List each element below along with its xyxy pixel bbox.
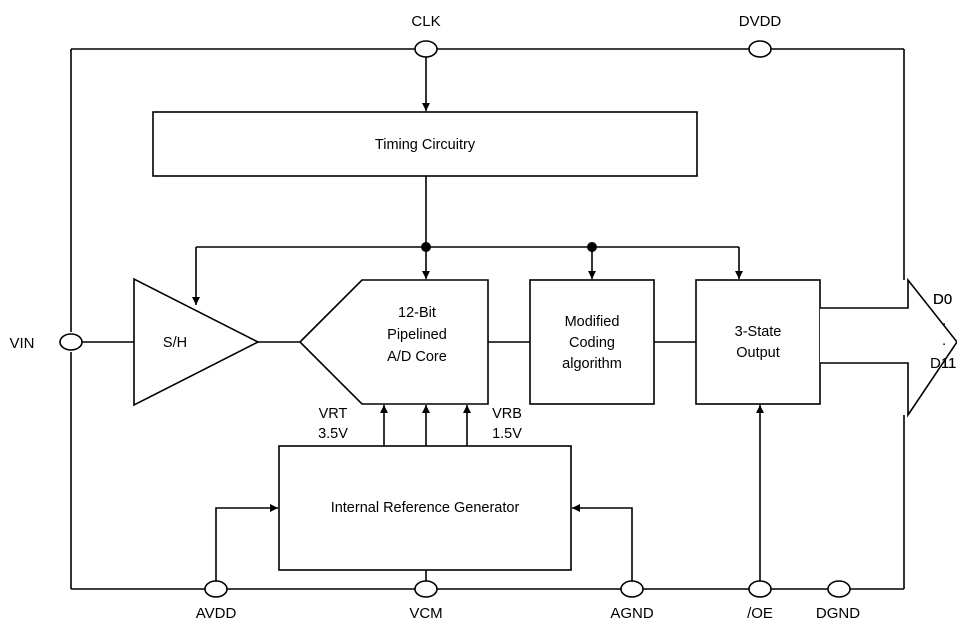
agnd-pin [620, 580, 644, 598]
coding-algorithm-block [529, 279, 655, 405]
chip-boundary [70, 48, 905, 590]
oe-pin [748, 580, 772, 598]
clk-label: CLK [411, 13, 440, 30]
avdd-to-refgen-wire [215, 504, 278, 581]
d0-label-overlay: D0 [933, 291, 952, 308]
coding-line-3: algorithm [562, 356, 622, 372]
output-line-2: Output [736, 345, 780, 361]
timing-distribution-wires [192, 176, 743, 305]
dvdd-pin [748, 40, 772, 58]
sample-hold-label: S/H [163, 335, 187, 351]
coding-line-1: Modified [565, 314, 620, 330]
bus-dot-1: . [942, 312, 946, 329]
clk-pin [414, 40, 438, 58]
adc-core-line-3: A/D Core [387, 349, 447, 365]
d0-label: D0 [933, 291, 952, 308]
dgnd-pin [827, 580, 851, 598]
vcm-pin [414, 580, 438, 598]
timing-circuitry-block [152, 111, 698, 177]
dvdd-label: DVDD [739, 13, 782, 30]
three-state-output-block [695, 279, 821, 405]
avdd-pin [204, 580, 228, 598]
vin-pin [59, 333, 83, 351]
junction-dot [587, 242, 597, 252]
vin-label: VIN [9, 335, 34, 352]
vrt-label: VRT [319, 406, 348, 422]
adc-core-line-1: 12-Bit [398, 305, 436, 321]
junction-dot [421, 242, 431, 252]
avdd-label: AVDD [196, 605, 237, 622]
agnd-to-refgen-wire [572, 504, 633, 581]
bus-dot-2-overlay: . [942, 332, 946, 349]
agnd-label: AGND [610, 605, 654, 622]
vcm-label: VCM [409, 605, 442, 622]
oe-label: /OE [747, 605, 773, 622]
reference-generator-label: Internal Reference Generator [331, 500, 520, 516]
timing-circuitry-label: Timing Circuitry [375, 137, 476, 153]
output-bus-arrow [820, 277, 957, 418]
vrb-voltage: 1.5V [492, 426, 522, 442]
vrb-label: VRB [492, 406, 522, 422]
adc-core-line-2: Pipelined [387, 327, 447, 343]
d11-label-overlay: D11 [930, 355, 956, 372]
output-line-1: 3-State [735, 324, 782, 340]
bus-dot-1-overlay: . [942, 312, 946, 329]
dgnd-label: DGND [816, 605, 860, 622]
coding-line-2: Coding [569, 335, 615, 351]
vrt-voltage: 3.5V [318, 426, 348, 442]
reference-generator-block [278, 445, 572, 571]
reference-wires [380, 405, 471, 446]
